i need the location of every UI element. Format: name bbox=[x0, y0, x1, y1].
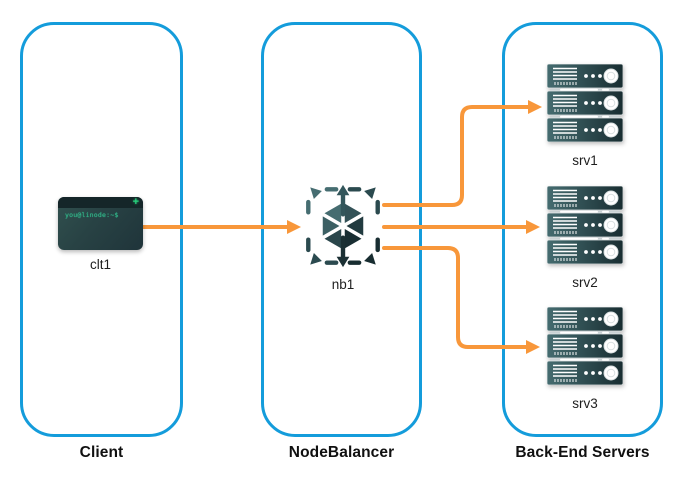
server-stack-icon-srv2 bbox=[547, 186, 623, 264]
knob-icon bbox=[603, 338, 619, 354]
knob-ring bbox=[606, 125, 616, 135]
group-box-nodebalancer bbox=[261, 22, 422, 437]
led-dot bbox=[584, 74, 588, 78]
corner-arrow-lower-right bbox=[350, 240, 378, 265]
rack-unit-3 bbox=[547, 239, 623, 264]
led-dot bbox=[598, 371, 602, 375]
led-dot bbox=[591, 344, 595, 348]
rack-unit-1 bbox=[547, 64, 623, 89]
knob-ring bbox=[606, 71, 616, 81]
knob-ring bbox=[606, 98, 616, 108]
led-dot bbox=[591, 74, 595, 78]
rack-unit-3 bbox=[547, 117, 623, 142]
led-dot bbox=[584, 196, 588, 200]
group-box-backend-servers bbox=[502, 22, 663, 437]
knob-ring bbox=[606, 193, 616, 203]
knob-ring bbox=[606, 247, 616, 257]
led-dot bbox=[591, 371, 595, 375]
corner-arrow-upper-left bbox=[308, 187, 336, 212]
knob-icon bbox=[603, 95, 619, 111]
down-arrow-icon bbox=[336, 235, 350, 268]
rack-unit-2 bbox=[547, 333, 623, 359]
node-label-clt1: clt1 bbox=[89, 257, 111, 272]
led-dot bbox=[598, 101, 602, 105]
group-box-client bbox=[20, 22, 183, 437]
up-arrow-icon bbox=[336, 184, 350, 217]
knob-icon bbox=[603, 217, 619, 233]
knob-icon bbox=[603, 122, 619, 138]
group-title-backend-servers: Back-End Servers bbox=[515, 444, 650, 461]
led-dot bbox=[584, 250, 588, 254]
rack-connector bbox=[550, 331, 620, 334]
rack-connector bbox=[550, 237, 620, 240]
group-title-client: Client bbox=[79, 444, 124, 461]
led-dot bbox=[598, 317, 602, 321]
group-title-nodebalancer: NodeBalancer bbox=[288, 444, 395, 461]
terminal-titlebar bbox=[58, 197, 143, 208]
nodebalancer-icon bbox=[299, 184, 387, 268]
led-dot bbox=[591, 223, 595, 227]
led-dot bbox=[591, 196, 595, 200]
corner-arrow-lower-left bbox=[308, 240, 336, 265]
plus-icon: + bbox=[132, 196, 139, 208]
led-dot bbox=[584, 101, 588, 105]
knob-ring bbox=[606, 368, 616, 378]
rack-connector bbox=[550, 88, 620, 91]
rack-connector bbox=[550, 358, 620, 361]
led-dot bbox=[584, 223, 588, 227]
led-dot bbox=[584, 128, 588, 132]
rack-connector bbox=[550, 115, 620, 118]
led-dot bbox=[598, 196, 602, 200]
rack-unit-2 bbox=[547, 90, 623, 116]
knob-ring bbox=[606, 341, 616, 351]
led-dot bbox=[584, 371, 588, 375]
led-dot bbox=[598, 223, 602, 227]
knob-ring bbox=[606, 314, 616, 324]
terminal-prompt-text: you@linode:~$ bbox=[65, 211, 119, 219]
rack-connector bbox=[550, 210, 620, 213]
knob-icon bbox=[603, 311, 619, 327]
led-dot bbox=[598, 74, 602, 78]
knob-icon bbox=[603, 244, 619, 260]
led-dot bbox=[598, 250, 602, 254]
node-label-nb1: nb1 bbox=[331, 277, 355, 292]
server-stack-icon-srv1 bbox=[547, 64, 623, 142]
knob-icon bbox=[603, 365, 619, 381]
rack-unit-1 bbox=[547, 307, 623, 332]
led-dot bbox=[584, 317, 588, 321]
corner-arrow-upper-right bbox=[350, 187, 378, 212]
node-label-srv2: srv2 bbox=[572, 275, 598, 290]
knob-ring bbox=[606, 220, 616, 230]
led-dot bbox=[591, 101, 595, 105]
led-dot bbox=[584, 344, 588, 348]
led-dot bbox=[598, 344, 602, 348]
rack-unit-2 bbox=[547, 212, 623, 238]
server-stack-icon-srv3 bbox=[547, 307, 623, 385]
led-dot bbox=[591, 317, 595, 321]
rack-unit-3 bbox=[547, 360, 623, 385]
rack-unit-1 bbox=[547, 186, 623, 211]
led-dot bbox=[591, 128, 595, 132]
led-dot bbox=[591, 250, 595, 254]
terminal-icon: + you@linode:~$ bbox=[58, 196, 143, 250]
node-label-srv3: srv3 bbox=[572, 396, 598, 411]
knob-icon bbox=[603, 68, 619, 84]
led-dot bbox=[598, 128, 602, 132]
knob-icon bbox=[603, 190, 619, 206]
node-label-srv1: srv1 bbox=[572, 153, 598, 168]
